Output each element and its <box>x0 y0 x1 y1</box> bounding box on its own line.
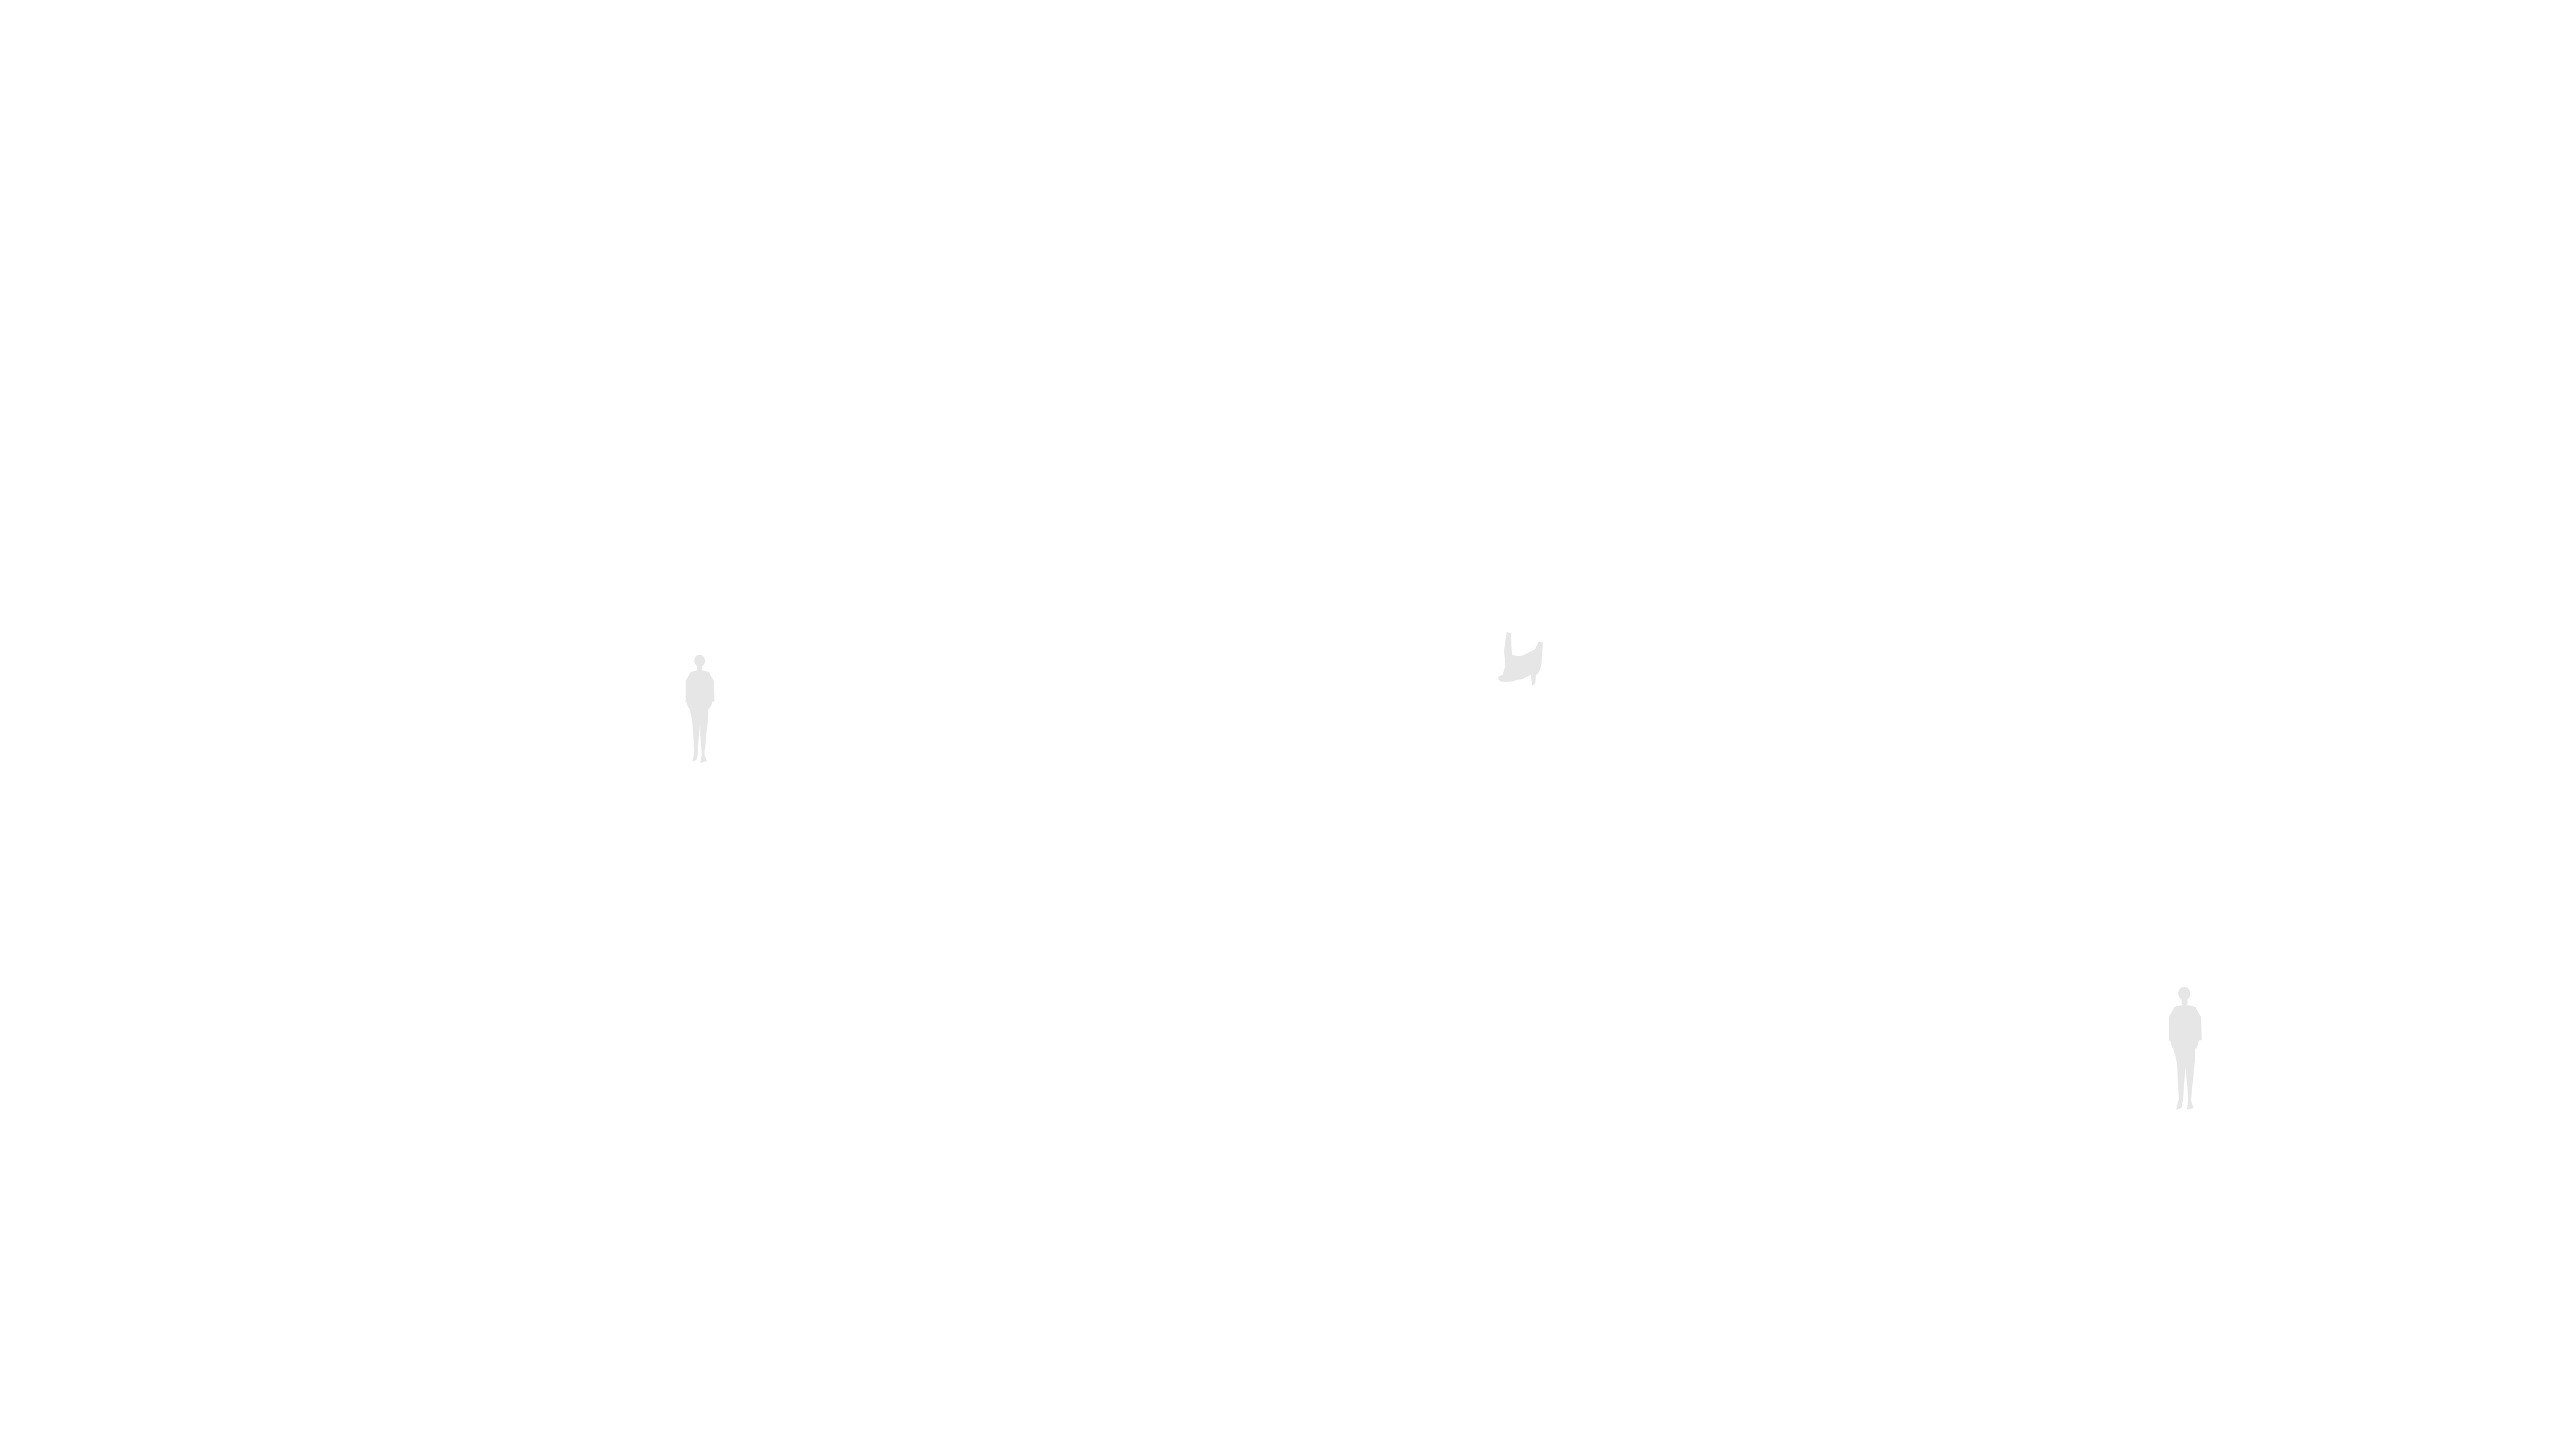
person-silhouette-icon <box>678 654 722 765</box>
legs-silhouette-icon <box>1496 631 1551 695</box>
person-silhouette-icon <box>2160 986 2210 1114</box>
